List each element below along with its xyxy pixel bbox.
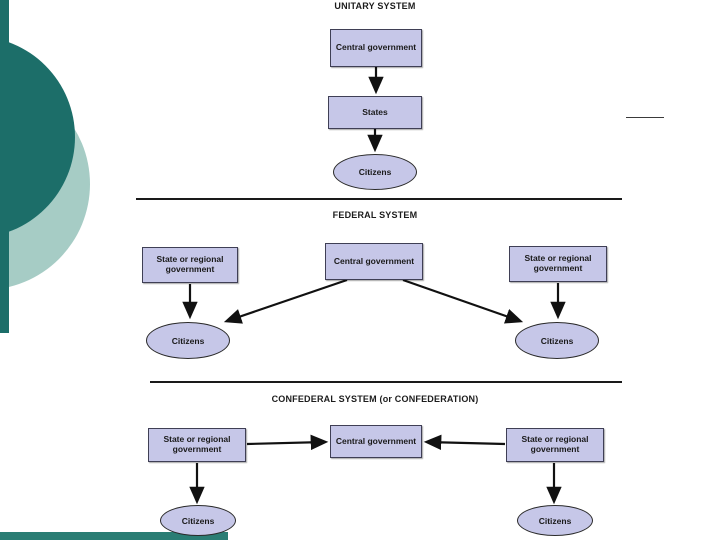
confederal-title: CONFEDERAL SYSTEM (or CONFEDERATION) [271,394,479,404]
decorative-short-line [626,117,664,118]
confederal-left-citizens-ellipse: Citizens [160,505,236,536]
federal-title: FEDERAL SYSTEM [332,210,418,220]
federal-right-state-government-box: State or regional government [509,246,607,282]
confederal-right-state-government-box: State or regional government [506,428,604,462]
unitary-central-government-box: Central government [330,29,422,67]
left-edge-bar [0,0,9,333]
federal-right-citizens-ellipse: Citizens [515,322,599,359]
federal-left-state-government-box: State or regional government [142,247,238,283]
confederal-right-citizens-ellipse: Citizens [517,505,593,536]
unitary-title: UNITARY SYSTEM [334,1,416,11]
unitary-states-box: States [328,96,422,129]
federal-central-government-box: Central government [325,243,423,280]
unitary-citizens-ellipse: Citizens [333,154,417,190]
confederal-left-state-government-box: State or regional government [148,428,246,462]
bottom-edge-bar [0,532,228,540]
confederal-central-government-box: Central government [330,425,422,458]
federal-left-citizens-ellipse: Citizens [146,322,230,359]
